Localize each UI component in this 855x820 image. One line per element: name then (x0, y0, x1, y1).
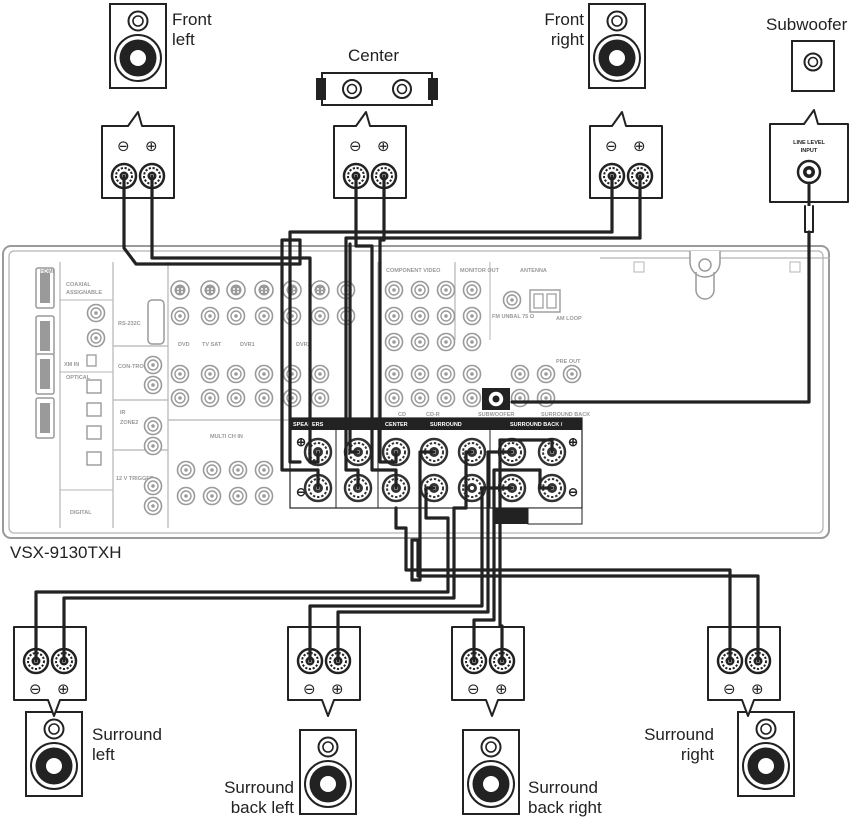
subwoofer-label: Subwoofer (766, 15, 848, 34)
svg-text:⊕: ⊕ (296, 435, 306, 449)
surround-right-label: Surround right (644, 725, 714, 764)
front-left-minus: ⊖ (117, 137, 130, 155)
subwoofer-input-label-2: INPUT (801, 148, 818, 154)
panel-cd-label: CD (398, 412, 406, 418)
panel-surround-label: SURROUND (430, 422, 462, 428)
surround-left-terminal-callout (13, 626, 87, 717)
panel-zone2-label: ZONE2 (120, 420, 138, 426)
front-right-speaker (588, 3, 646, 89)
surround-left-minus: ⊖ (29, 680, 42, 698)
svg-text:⊖: ⊖ (296, 485, 306, 499)
front-right-label: Front right (544, 10, 584, 49)
svg-text:⊕: ⊕ (568, 435, 578, 449)
center-terminal-callout (333, 111, 407, 199)
surround-back-left-speaker (299, 729, 357, 815)
panel-dvd-label: DVD (178, 342, 190, 348)
panel-coaxial-label: COAXIAL (66, 282, 91, 288)
panel-rs232c-label: RS-232C (118, 321, 141, 327)
panel-preout-label: PRE OUT (556, 359, 581, 365)
surround-left-label: Surround left (92, 725, 162, 764)
panel-tvsat-label: TV SAT (202, 342, 222, 348)
panel-speakers-label: SPEAKERS (293, 422, 324, 428)
surround-back-left-plus: ⊕ (331, 680, 344, 698)
receiver-model-label: VSX-9130TXH (10, 543, 122, 562)
front-left-terminal-callout (101, 111, 175, 199)
surround-back-right-plus: ⊕ (495, 680, 508, 698)
hdmi-ports (35, 267, 55, 439)
front-left-speaker (109, 3, 167, 89)
panel-monitor-label: MONITOR OUT (460, 268, 500, 274)
panel-cdr-label: CD-R (426, 412, 440, 418)
subwoofer-speaker (791, 40, 835, 92)
surround-back-left-terminal-callout (287, 626, 361, 717)
front-left-label: Front left (172, 10, 212, 49)
panel-component-label: COMPONENT VIDEO (386, 268, 441, 274)
center-minus: ⊖ (349, 137, 362, 155)
panel-optical-label: OPTICAL (66, 375, 91, 381)
receiver-back-panel: HDMI COAXIAL ASSIGNABLE OPTICAL DIGITAL … (2, 245, 830, 539)
speaker-wires (34, 174, 814, 663)
panel-center-label: CENTER (385, 422, 408, 428)
panel-am-label: AM LOOP (556, 316, 582, 322)
panel-surroundback-label: SURROUND BACK / (510, 422, 563, 428)
center-speaker (316, 72, 438, 106)
surround-back-right-label: Surround back right (528, 778, 602, 817)
surround-right-minus: ⊖ (723, 680, 736, 698)
center-plus: ⊕ (377, 137, 390, 155)
svg-text:⊖: ⊖ (568, 485, 578, 499)
panel-control-label: CON-TROL (118, 364, 148, 370)
panel-surroundback-small-label: SURROUND BACK (541, 412, 590, 418)
subwoofer-input-callout: LINE LEVEL INPUT (769, 109, 849, 203)
surround-back-right-terminal-callout (451, 626, 525, 717)
surround-back-left-minus: ⊖ (303, 680, 316, 698)
surround-back-right-minus: ⊖ (467, 680, 480, 698)
surround-left-plus: ⊕ (57, 680, 70, 698)
panel-assignable-label: ASSIGNABLE (66, 290, 102, 296)
front-right-minus: ⊖ (605, 137, 618, 155)
panel-multich-label: MULTI CH IN (210, 434, 243, 440)
panel-xm-label: XM IN (64, 362, 79, 368)
surround-left-speaker (25, 711, 83, 797)
panel-fm-label: FM UNBAL 75 Ω (492, 314, 535, 320)
panel-hdmi-label: HDMI (40, 269, 55, 275)
panel-dvr2-label: DVR2 (296, 342, 311, 348)
center-label: Center (348, 46, 400, 65)
surround-right-plus: ⊕ (751, 680, 764, 698)
surround-right-speaker (737, 711, 795, 797)
surround-back-right-speaker (462, 729, 520, 815)
panel-trigger-label: 12 V TRIGGER (116, 476, 154, 482)
surround-back-left-label: Surround back left (224, 778, 294, 817)
panel-antenna-label: ANTENNA (520, 268, 547, 274)
panel-digital-label: DIGITAL (70, 510, 92, 516)
subwoofer-input-label-1: LINE LEVEL (793, 140, 825, 146)
surround-right-terminal-callout (707, 626, 781, 717)
front-right-terminal-callout (589, 111, 663, 199)
front-right-plus: ⊕ (633, 137, 646, 155)
panel-ir-label: IR (120, 410, 126, 416)
front-left-plus: ⊕ (145, 137, 158, 155)
panel-dvr1-label: DVR1 (240, 342, 255, 348)
panel-subwoofer-label: SUBWOOFER (478, 412, 514, 418)
